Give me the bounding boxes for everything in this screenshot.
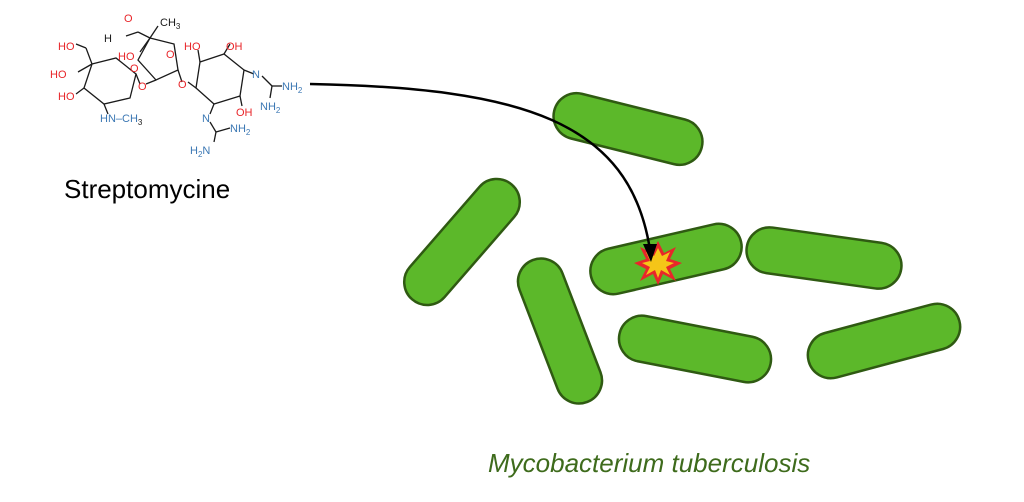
atom-n-guanidine1: N [252, 69, 260, 81]
svg-text:NH2: NH2 [260, 101, 281, 115]
svg-text:O: O [138, 81, 147, 93]
bacterium-top [552, 91, 704, 167]
bacteria-group [402, 91, 962, 405]
atom-oh-ring3-bottom: OH [236, 107, 253, 119]
streptomycine-structure: HO HO HO HN–CH3 H O CH3 HO O O O O HO OH… [50, 13, 303, 159]
sugar-ring-left [83, 57, 137, 105]
svg-text:HO: HO [58, 41, 75, 53]
svg-text:O: O [124, 13, 133, 25]
atom-ho-mid: HO [118, 51, 135, 63]
svg-text:O: O [178, 79, 187, 91]
atom-o-ring2: O [166, 49, 175, 61]
svg-text:H: H [104, 33, 112, 45]
atom-ho-ring3: HO [184, 41, 201, 53]
atom-hn-ch3: HN–CH [100, 113, 138, 125]
bacterium-left [402, 177, 522, 307]
svg-text:NH2: NH2 [230, 123, 251, 137]
svg-text:HO: HO [50, 69, 67, 81]
svg-text:HO: HO [184, 41, 201, 53]
explosion-burst-icon [634, 241, 682, 285]
bacterium-bottom-right [806, 302, 962, 380]
bacterium-bottom-left [516, 257, 604, 405]
atom-o-ring1: O [130, 63, 139, 75]
inositol-ring [195, 53, 245, 105]
svg-text:CH3: CH3 [160, 17, 181, 31]
atom-ho-left2: HO [58, 91, 75, 103]
svg-text:N: N [202, 113, 210, 125]
atom-ch3-top: CH [160, 17, 176, 29]
svg-text:HO: HO [58, 91, 75, 103]
atom-h2n-guanidine2: H [190, 145, 198, 157]
svg-text:HN–CH3: HN–CH3 [100, 113, 143, 127]
svg-text:O: O [166, 49, 175, 61]
svg-text:N: N [252, 69, 260, 81]
bacterium-right [745, 226, 903, 290]
svg-text:OH: OH [226, 41, 243, 53]
atom-o-aldehyde: O [124, 13, 133, 25]
atom-nh2-guanidine2: NH [230, 123, 246, 135]
svg-text:H2N: H2N [190, 145, 210, 159]
atom-o-link1: O [138, 81, 147, 93]
atom-ho-top: HO [58, 41, 75, 53]
svg-text:NH2: NH2 [282, 81, 303, 95]
organism-name-label: Mycobacterium tuberculosis [488, 448, 811, 478]
atom-h-aldehyde: H [104, 33, 112, 45]
bacterium-bottom-center [617, 314, 773, 384]
compound-name-label: Streptomycine [64, 174, 231, 204]
curved-arrow-icon [309, 82, 657, 262]
atom-ch3-sub: 3 [138, 118, 143, 127]
atom-nh2-guanidine1: NH [282, 81, 298, 93]
atom-n-guanidine2: N [202, 113, 210, 125]
furanose-ring [137, 37, 179, 81]
atom-oh-ring3-top: OH [226, 41, 243, 53]
atom-o-link2: O [178, 79, 187, 91]
atom-nh2-guanidine1b: NH [260, 101, 276, 113]
svg-text:OH: OH [236, 107, 253, 119]
svg-text:O: O [130, 63, 139, 75]
svg-text:HO: HO [118, 51, 135, 63]
atom-ho-left1: HO [50, 69, 67, 81]
